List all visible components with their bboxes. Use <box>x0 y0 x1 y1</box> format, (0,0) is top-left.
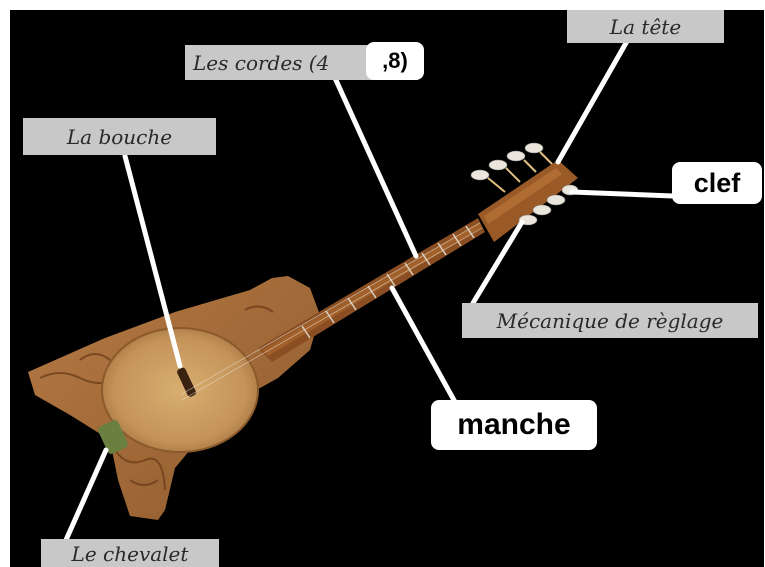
pointer-manche <box>392 288 455 402</box>
label-cordes-badge: ,8) <box>366 42 424 80</box>
label-les-cordes: Les cordes (4 <box>185 45 373 80</box>
pointer-clef <box>572 192 673 196</box>
instrument-illustration <box>10 10 764 567</box>
soundboard <box>102 328 258 452</box>
pointer-chevalet <box>66 450 106 540</box>
label-le-chevalet: Le chevalet <box>41 539 219 567</box>
pointer-tete <box>558 36 630 162</box>
label-manche: manche <box>431 400 597 450</box>
label-la-tete: La tête <box>567 10 724 43</box>
diagram-canvas: La tête Les cordes (4 ,8) La bouche clef… <box>10 10 764 567</box>
pointer-cordes <box>335 78 416 256</box>
label-la-bouche: La bouche <box>23 118 216 155</box>
label-mecanique-de-reglage: Mécanique de règlage <box>462 303 758 338</box>
label-clef: clef <box>672 162 762 204</box>
